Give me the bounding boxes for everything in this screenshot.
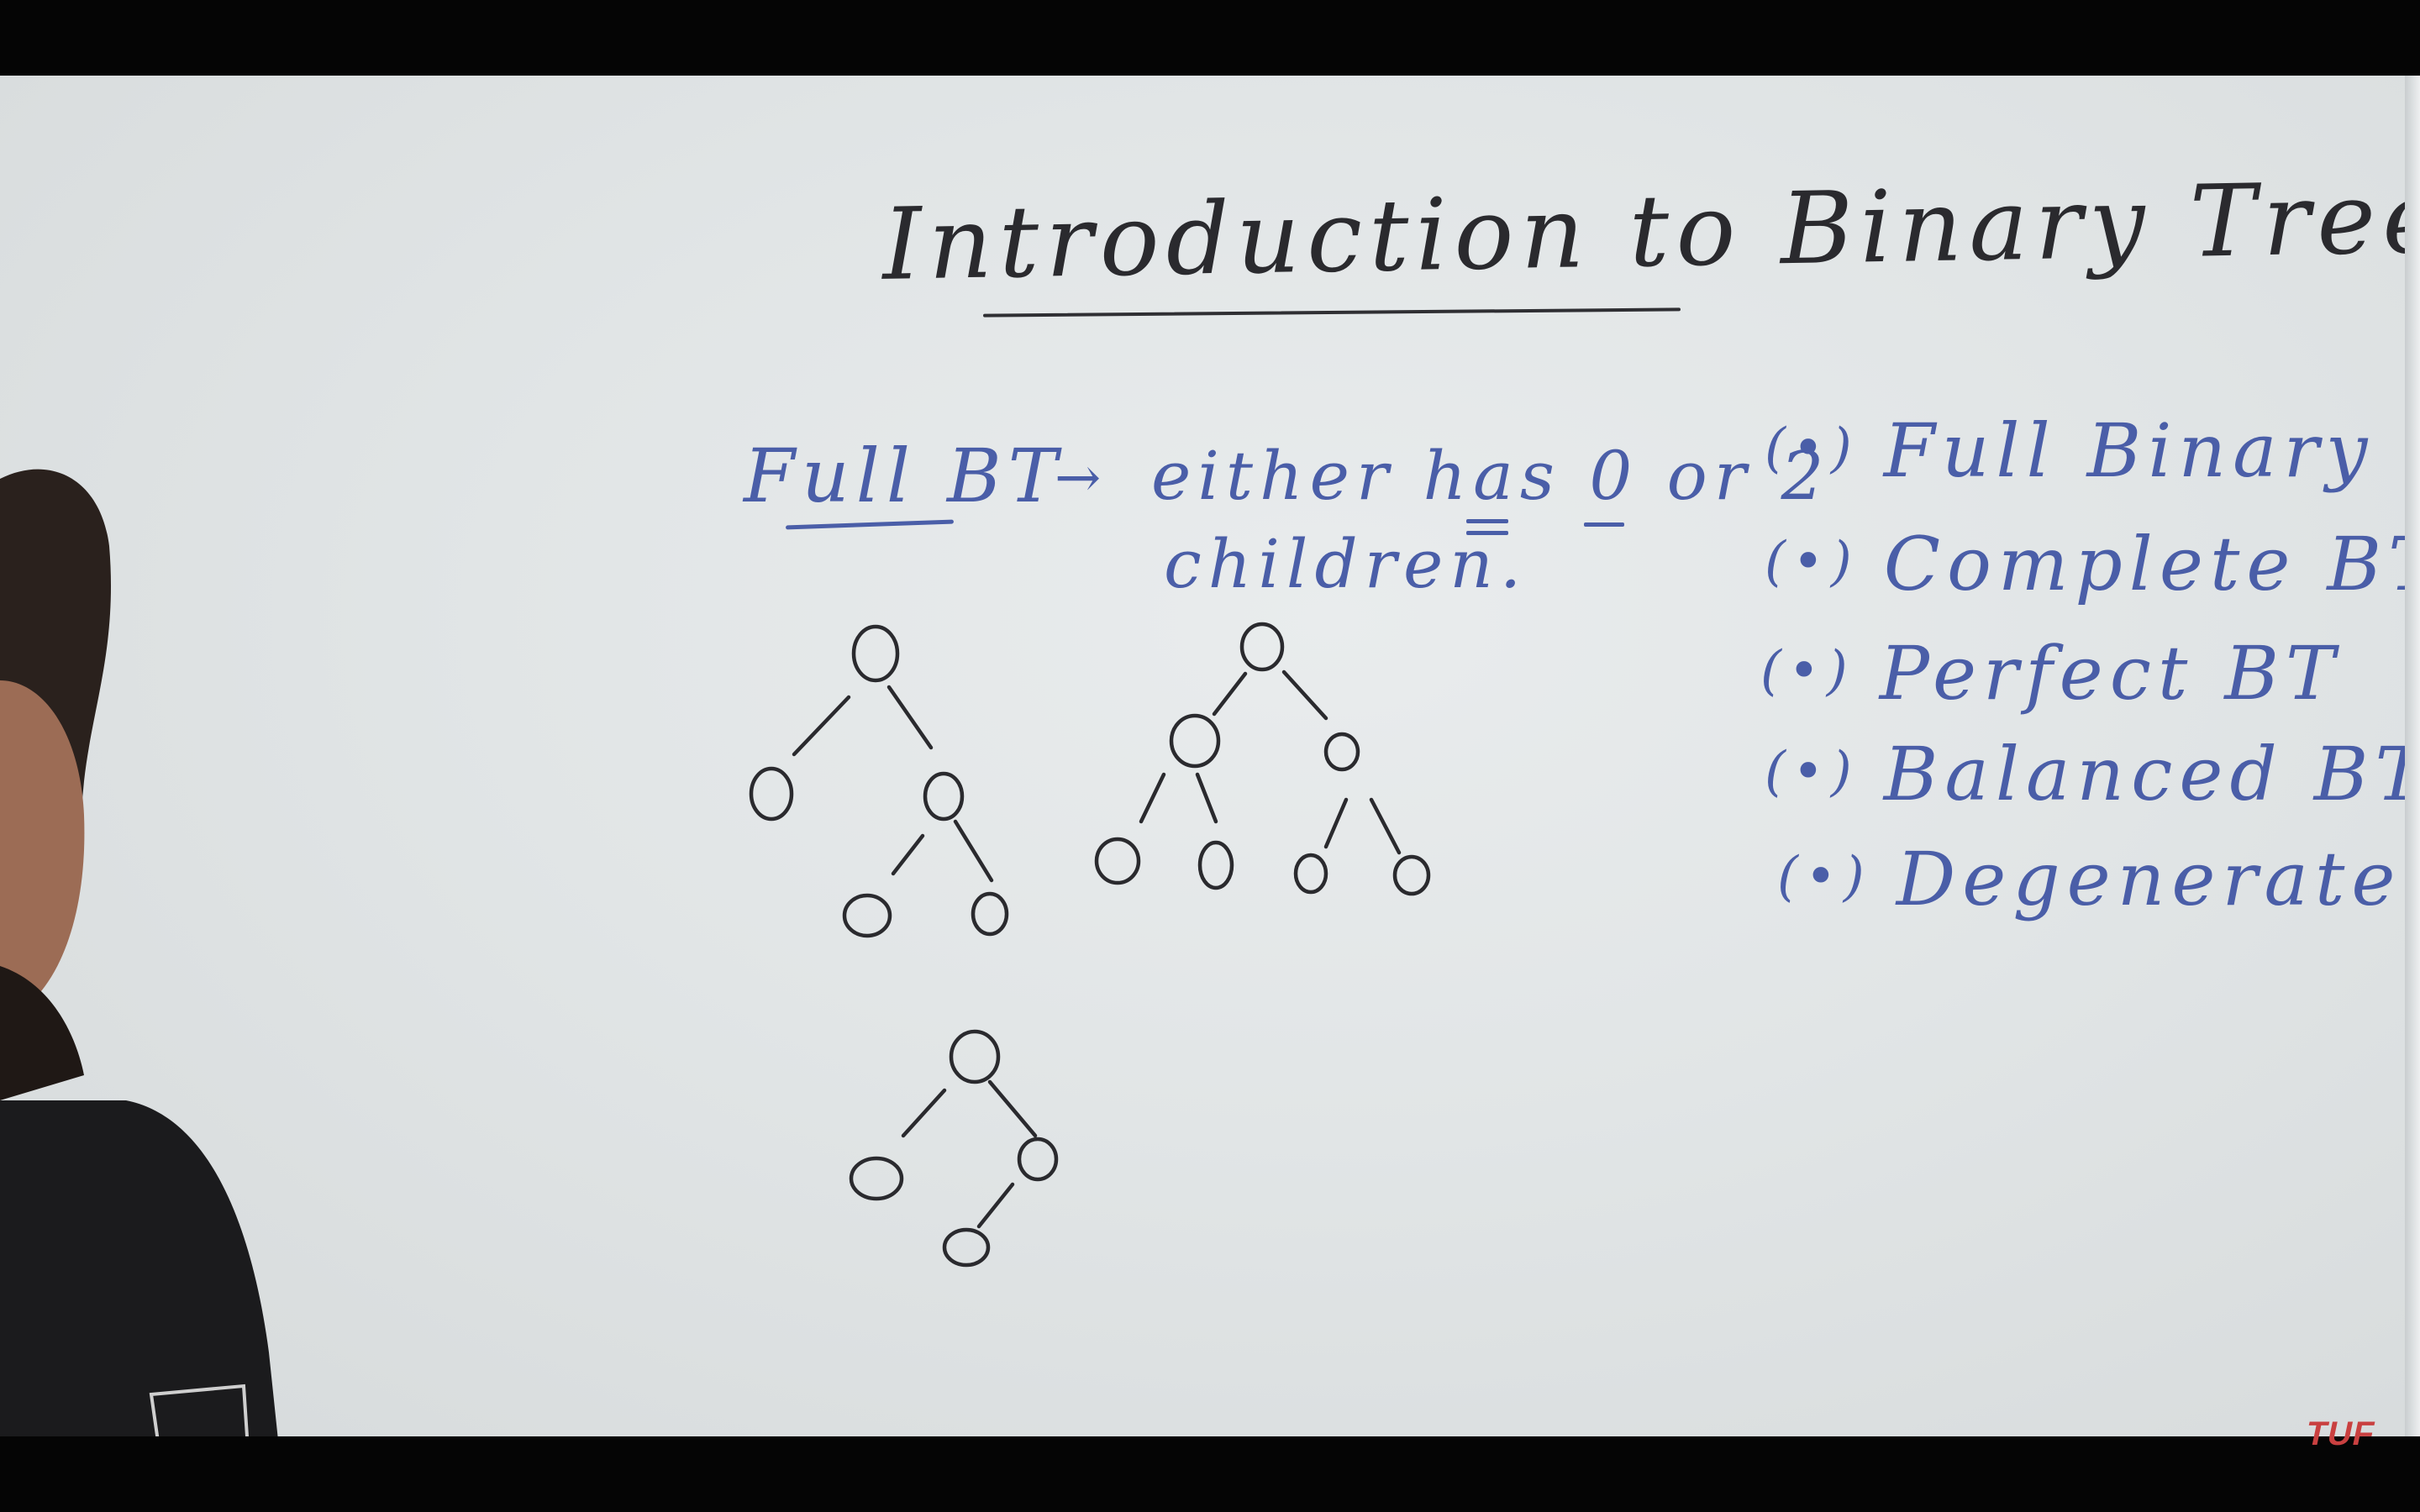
definition-text: either has 0 or 2: [1151, 437, 1831, 515]
channel-watermark: TUF: [2302, 1415, 2379, 1452]
tree-node: [923, 771, 965, 822]
types-list-item: (•) Perfect BT: [1760, 630, 2342, 717]
letterbox-bottom: [0, 1436, 2420, 1512]
tree-node: [1293, 853, 1328, 895]
bullet-icon: (•): [1765, 417, 1859, 480]
tree-node: [849, 1156, 904, 1201]
tree-node: [1169, 713, 1221, 769]
tree-edge: [792, 695, 851, 757]
tree-3: [849, 1029, 1059, 1268]
definition-arrow: →: [1055, 445, 1108, 510]
two-underline: [1584, 522, 1624, 527]
presenter-figure: [0, 469, 278, 1436]
tree-edge: [1281, 669, 1328, 721]
tree-edge: [976, 1182, 1015, 1229]
tree-edge: [891, 833, 925, 876]
tree-1: [749, 624, 1009, 938]
tree-node: [1392, 854, 1431, 896]
tree-node: [942, 1227, 991, 1268]
types-list-label: Perfect BT: [1879, 630, 2342, 717]
letterbox-top: [0, 0, 2420, 76]
tree-edge: [1195, 772, 1218, 824]
types-list-label: Balanced BT: [1883, 731, 2420, 817]
tree-edge: [901, 1088, 947, 1138]
bullet-icon: (•): [1777, 846, 1871, 908]
tree-edge: [1369, 797, 1402, 855]
types-list-label: Complete BT: [1883, 521, 2420, 607]
tree-node: [1323, 732, 1360, 772]
types-list-item: (•) Full Binary Tree: [1765, 407, 2420, 494]
types-list-item: (•) Complete BT: [1765, 521, 2420, 607]
zero-underline-2: [1466, 531, 1508, 535]
definition-continuation: children.: [1164, 525, 1528, 603]
bullet-icon: (•): [1760, 640, 1854, 702]
bullet-icon: (•): [1765, 741, 1859, 803]
board-frame: [2405, 76, 2420, 1436]
zero-underline-1: [1466, 519, 1508, 523]
tree-edge: [953, 819, 994, 883]
types-list-item: (•) Balanced BT: [1765, 731, 2420, 817]
tree-node: [851, 624, 900, 683]
bullet-icon: (•): [1765, 531, 1859, 593]
tree-edge: [1212, 671, 1248, 717]
tree-node: [1017, 1137, 1059, 1182]
tree-node: [1197, 840, 1234, 890]
types-list-item: (•) Degenerate Tree: [1777, 836, 2420, 922]
types-list-label: Full Binary Tree: [1883, 407, 2420, 494]
types-list-label: Degenerate Tree: [1896, 836, 2420, 922]
tree-node: [1239, 622, 1285, 672]
tree-edge: [1139, 772, 1166, 824]
tree-node: [749, 766, 794, 822]
tree-diagrams: [749, 622, 1431, 1268]
tree-2: [1094, 622, 1431, 896]
tree-node: [1094, 837, 1141, 885]
tree-node: [949, 1029, 1001, 1084]
tree-edge: [886, 685, 934, 750]
definition-term: Full BT: [744, 433, 1065, 519]
tree-edge: [1323, 797, 1349, 849]
tree-node: [971, 891, 1009, 937]
tree-edge: [987, 1079, 1038, 1138]
whiteboard: Introduction to Binary Trees Full BT → e…: [0, 76, 2420, 1436]
tree-node: [842, 893, 892, 938]
